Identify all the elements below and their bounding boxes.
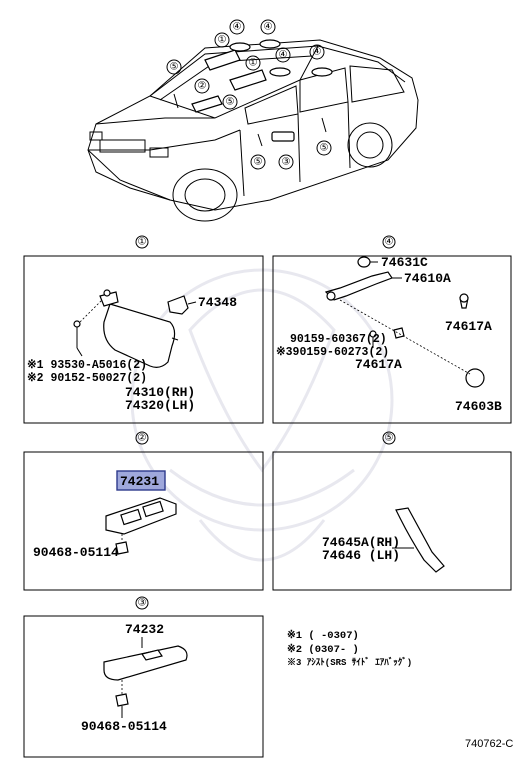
legend: ※1 ( -0307) ※2 (0307- ) ※3 ｱｼｽﾄ(SRS ｻｲﾄﾞ…: [287, 629, 412, 668]
svg-text:④: ④: [313, 47, 322, 58]
callout-4: ④: [309, 44, 325, 60]
vehicle-illustration: [87, 39, 419, 222]
section-header-2: ②: [135, 431, 149, 445]
panel-assist-grip: 74631C 74610A 74617A 90159-60367(2) ※390…: [272, 255, 512, 424]
callout-4: ④: [260, 19, 276, 35]
part-number-74645A[interactable]: 74645A(RH): [322, 535, 400, 550]
callout-5: ⑤: [250, 154, 266, 170]
callout-5: ⑤: [222, 94, 238, 110]
part-number-74617A-mid[interactable]: 74617A: [355, 357, 402, 372]
legend-note-2: ※2 (0307- ): [287, 643, 359, 656]
svg-text:④: ④: [264, 22, 273, 33]
callout-5: ⑤: [166, 59, 182, 75]
panel-pillar-garnish: 74645A(RH) 74646 (LH): [272, 451, 512, 591]
callout-1: ①: [214, 32, 230, 48]
svg-text:④: ④: [279, 50, 288, 61]
legend-note-3: ※3 ｱｼｽﾄ(SRS ｻｲﾄﾞ ｴｱﾊﾞｯｸﾞ): [287, 656, 412, 668]
svg-text:③: ③: [282, 157, 291, 168]
panel-room-lamp: 74231 90468-05114: [23, 451, 264, 591]
legend-note-1: ※1 ( -0307): [287, 629, 359, 642]
part-number-74348[interactable]: 74348: [198, 295, 237, 310]
svg-text:⑤: ⑤: [320, 143, 329, 154]
part-number-74320[interactable]: 74320(LH): [125, 398, 195, 413]
watermark-emblem: [130, 268, 394, 562]
svg-text:①: ①: [249, 58, 258, 69]
part-number-74610A[interactable]: 74610A: [404, 271, 451, 286]
callout-4: ④: [275, 47, 291, 63]
part-number-74617A-top[interactable]: 74617A: [445, 319, 492, 334]
part-number-74232[interactable]: 74232: [125, 622, 164, 637]
screw-part-number-2[interactable]: ※390159-60273(2): [276, 345, 389, 359]
part-number-90468-panel3[interactable]: 90468-05114: [81, 719, 167, 734]
svg-text:④: ④: [385, 237, 394, 248]
svg-text:⑤: ⑤: [170, 62, 179, 73]
svg-text:⑤: ⑤: [254, 157, 263, 168]
svg-text:①: ①: [218, 35, 227, 46]
svg-text:⑤: ⑤: [226, 97, 235, 108]
panel-lamp-2: 74232 90468-05114: [23, 615, 264, 758]
svg-text:①: ①: [138, 237, 147, 248]
highlight-74231: [116, 470, 166, 491]
callout-1: ①: [245, 55, 261, 71]
vehicle-callouts: ④ ④ ① ① ⑤ ② ⑤ ④ ④ ⑤ ⑤ ③: [166, 19, 332, 170]
section-header-5: ⑤: [382, 431, 396, 445]
screw-part-number-1[interactable]: 90159-60367(2): [290, 333, 387, 346]
part-number-74631C[interactable]: 74631C: [381, 255, 428, 270]
panel-sun-visor: 74348 ※1 93530-A5016(2) ※2 90152-50027(2…: [23, 255, 264, 424]
part-number-90468-panel2[interactable]: 90468-05114: [33, 545, 119, 560]
callout-4: ④: [229, 19, 245, 35]
svg-text:②: ②: [138, 433, 147, 444]
svg-text:③: ③: [138, 598, 147, 609]
section-header-3: ③: [135, 596, 149, 610]
part-number-74603B[interactable]: 74603B: [455, 399, 502, 414]
part-number-74231[interactable]: 74231: [120, 474, 159, 489]
callout-5: ⑤: [316, 140, 332, 156]
callout-2: ②: [194, 78, 210, 94]
callout-3: ③: [278, 154, 294, 170]
diagram-code: 740762-C: [465, 738, 513, 750]
part-number-74310[interactable]: 74310(RH): [125, 385, 195, 400]
svg-text:②: ②: [198, 81, 207, 92]
note-1-screw[interactable]: ※1 93530-A5016(2): [27, 358, 147, 372]
section-header-1: ①: [135, 235, 149, 249]
part-number-74646[interactable]: 74646 (LH): [322, 548, 400, 563]
svg-text:⑤: ⑤: [385, 433, 394, 444]
svg-text:④: ④: [233, 22, 242, 33]
section-header-4: ④: [382, 235, 396, 249]
note-2-screw[interactable]: ※2 90152-50027(2): [27, 371, 147, 385]
